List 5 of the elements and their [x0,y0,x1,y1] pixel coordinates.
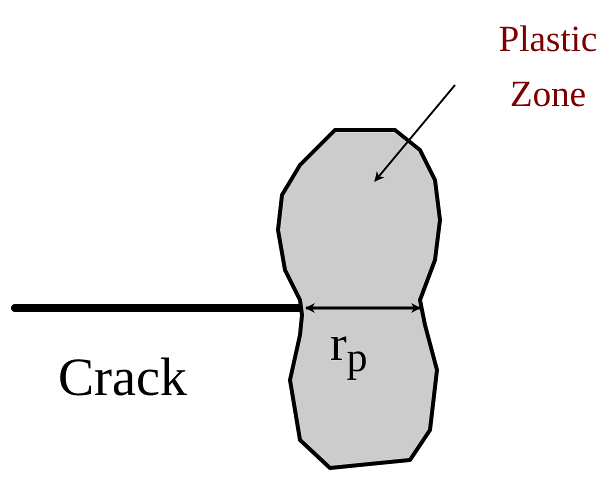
dimension-label: r$_{p}$ [330,318,368,380]
crack-label: Crack [58,350,187,404]
zone-label: Plastic Zone [498,18,598,117]
leader-line [374,84,456,182]
plastic-zone-region [276,127,442,472]
